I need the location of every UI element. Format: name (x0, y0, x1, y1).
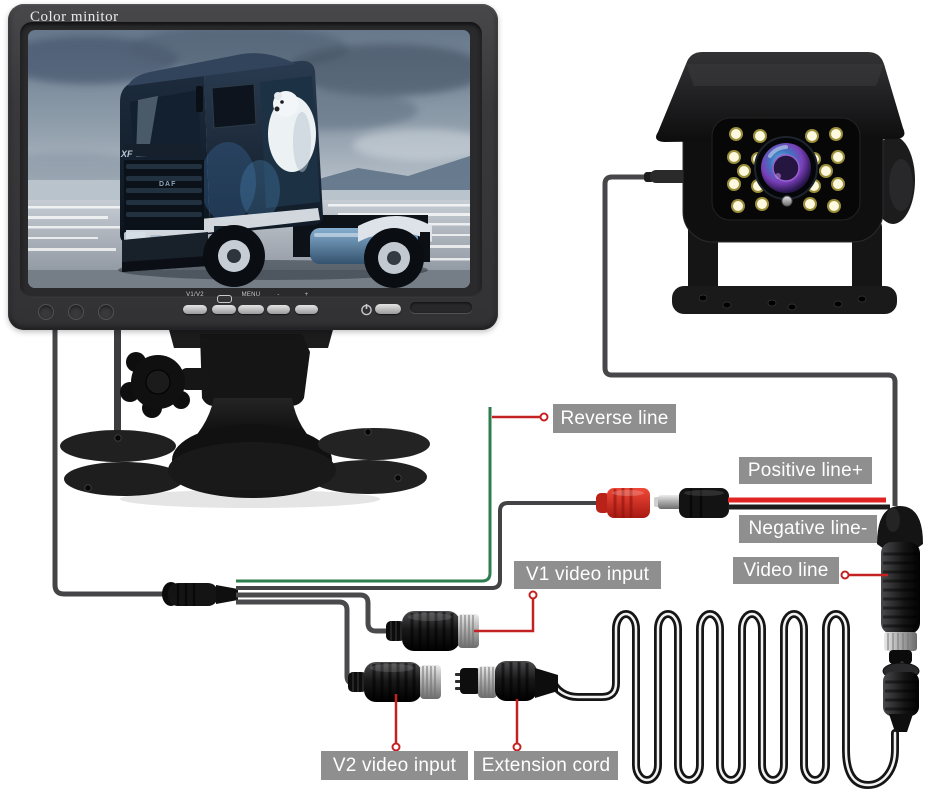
reverse-line-label: Reverse line (553, 404, 676, 433)
dc-female-connector (596, 488, 650, 518)
rear-camera (656, 52, 915, 314)
label-pointers (391, 412, 888, 752)
plus-button-label: + (304, 292, 309, 298)
camera-lens (754, 136, 818, 200)
base-screw-hole (84, 484, 92, 492)
v2-connector (348, 662, 441, 702)
loop-button (212, 305, 236, 314)
monitor-rear-cable (114, 328, 121, 438)
menu-button (238, 305, 264, 314)
truck: XF DAF (120, 53, 432, 288)
truck-model-badge: XF (120, 149, 133, 159)
monitor-screen: XF DAF (28, 30, 470, 288)
video-line-connector (877, 506, 923, 664)
minus-button-label: - (277, 292, 280, 298)
truck-brand-badge: DAF (159, 181, 176, 188)
coil-end-connector (882, 661, 920, 732)
harness-splitter (162, 582, 238, 606)
screen-image: XF DAF (28, 30, 470, 288)
base-screw-hole (394, 474, 402, 482)
dc-male-plug (654, 488, 729, 518)
monitor-stand (60, 326, 430, 508)
v1-connector (386, 611, 479, 651)
negative-line-label: Negative line- (739, 515, 877, 543)
plus-button (295, 305, 318, 314)
ir-sensor-dot (38, 304, 54, 320)
power-icon (361, 304, 372, 316)
reverse-wire-green (236, 407, 492, 583)
v1-video-input-label: V1 video input (514, 561, 661, 589)
v2-video-input-label: V2 video input (321, 751, 468, 780)
v2-lead-wire (236, 599, 362, 687)
camera-cable (602, 174, 898, 506)
stand-knob (120, 352, 190, 418)
bezel-groove (410, 302, 472, 313)
base-screw-hole (114, 434, 122, 442)
monitor-harness-cable (52, 326, 169, 597)
loop-icon (217, 295, 232, 303)
positive-line-label: Positive line+ (739, 457, 872, 484)
pointer-v1-input (474, 599, 535, 633)
monitor-brand-label: Color minitor (30, 9, 119, 25)
ir-sensor-dot (68, 304, 84, 320)
ir-sensor-dot (98, 304, 114, 320)
menu-button-label: MENU (241, 292, 261, 298)
source-button-label: V1/V2 (186, 292, 204, 298)
power-lead-wire (236, 501, 598, 590)
video-line-label: Video line (733, 557, 839, 584)
extension-cord-label: Extension cord (474, 751, 618, 780)
minus-button (267, 305, 290, 314)
extension-cord-connector (455, 661, 558, 701)
power-button (375, 304, 401, 314)
source-button (183, 305, 207, 314)
extension-coil-cable (548, 610, 899, 790)
monitor: Color minitor (8, 4, 498, 330)
camera-screw (781, 195, 793, 207)
v1-lead-wire (236, 592, 392, 634)
base-screw-hole (364, 428, 372, 436)
